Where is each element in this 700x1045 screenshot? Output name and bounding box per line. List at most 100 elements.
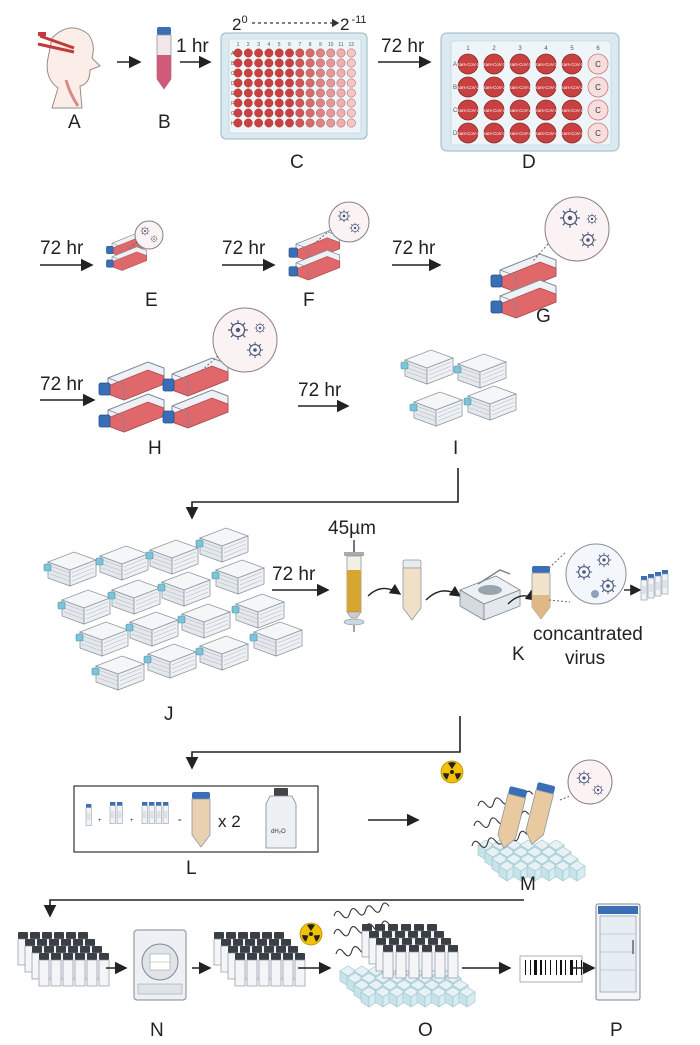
dilution-start: 20 bbox=[232, 14, 248, 34]
incubation-time-72hr: 72 hr bbox=[272, 564, 316, 585]
syringe-filter-icon bbox=[343, 540, 365, 632]
barcode-bar bbox=[570, 960, 573, 975]
plate96-well bbox=[254, 98, 264, 108]
plate24-well bbox=[483, 76, 505, 98]
plate24-well bbox=[509, 122, 531, 144]
flask-pair-medium bbox=[288, 231, 341, 281]
plate96-well bbox=[326, 118, 336, 128]
plate96-col-number: 5 bbox=[278, 42, 281, 48]
plate96-well bbox=[326, 108, 336, 118]
sars-cov-2-well-label: Sars-CoV-2 bbox=[535, 85, 558, 90]
sars-cov-2-well-label: Sars-CoV-2 bbox=[483, 108, 506, 113]
vial bbox=[282, 952, 294, 987]
plate24-col-number: 3 bbox=[518, 46, 522, 52]
plate96-col-number: 11 bbox=[338, 42, 343, 48]
flask-group-four bbox=[98, 357, 229, 433]
barcode-bar bbox=[534, 960, 537, 975]
barcode-label-icon bbox=[519, 955, 583, 983]
plate96-well bbox=[346, 78, 356, 88]
plate96-well bbox=[305, 88, 315, 98]
plate96-well bbox=[305, 48, 315, 58]
plate96-row-letter: F bbox=[231, 101, 234, 107]
incubation-time-72hr: 72 hr bbox=[392, 238, 436, 259]
plate24-control-well bbox=[587, 122, 609, 144]
sars-cov-2-well-label: Sars-CoV-2 bbox=[457, 62, 480, 67]
plate24-well bbox=[457, 76, 479, 98]
aliquot-tubes-icon bbox=[640, 569, 669, 601]
sars-cov-2-well-label: Sars-CoV-2 bbox=[483, 85, 506, 90]
plate96-well bbox=[264, 58, 274, 68]
plate96-well bbox=[346, 118, 356, 128]
barcode-bar bbox=[550, 960, 551, 975]
panel-label-l: L bbox=[186, 858, 197, 879]
plate96-well bbox=[305, 98, 315, 108]
vial bbox=[395, 944, 407, 979]
plate24-well bbox=[561, 53, 583, 75]
panel-label-f: F bbox=[303, 290, 315, 311]
virus-magnified-inset bbox=[548, 543, 627, 605]
concentrate-tube-icon bbox=[531, 566, 551, 620]
plus-sign: + bbox=[98, 818, 102, 824]
incubation-time-72hr: 72 hr bbox=[40, 238, 84, 259]
plate96-well bbox=[233, 118, 243, 128]
sars-cov-2-well-label: Sars-CoV-2 bbox=[457, 85, 480, 90]
control-well-label: C bbox=[595, 106, 601, 115]
incubation-time-1hr: 1 hr bbox=[176, 36, 209, 57]
plate96-well bbox=[346, 58, 356, 68]
plate96-well bbox=[274, 68, 284, 78]
vial bbox=[270, 952, 282, 987]
incubation-time-72hr: 72 hr bbox=[40, 374, 84, 395]
plate96-col-number: 6 bbox=[288, 42, 291, 48]
radiation-symbol bbox=[299, 922, 323, 946]
plate96-well bbox=[285, 118, 294, 128]
concentrated-virus-line1: concantrated bbox=[533, 624, 643, 645]
plate96-well bbox=[295, 48, 305, 58]
centrifuge-icon bbox=[459, 569, 521, 621]
sars-cov-2-well-label: Sars-CoV-2 bbox=[509, 85, 532, 90]
plate24-well bbox=[457, 99, 479, 121]
plate96-well bbox=[326, 88, 336, 98]
plate96-well bbox=[336, 118, 346, 128]
sars-cov-2-well-label: Sars-CoV-2 bbox=[561, 108, 584, 113]
barcode-bar bbox=[560, 960, 562, 975]
vial-rack-before-drying bbox=[17, 931, 110, 987]
plate96-row-letter: C bbox=[231, 71, 235, 77]
virus-magnified-inset bbox=[559, 759, 613, 805]
plate96-col-number: 2 bbox=[247, 42, 250, 48]
plate96-well bbox=[315, 118, 325, 128]
conical-tube-result bbox=[191, 792, 211, 848]
barcode-bar bbox=[525, 960, 526, 975]
plate96-well bbox=[346, 48, 356, 58]
plate96-well bbox=[233, 48, 243, 58]
plate96-well bbox=[243, 48, 253, 58]
plate96-well bbox=[254, 58, 264, 68]
vial bbox=[421, 944, 433, 979]
panel-label-c: C bbox=[290, 152, 304, 173]
cell-factory-stacks-four bbox=[400, 349, 517, 427]
virus-magnified-inset bbox=[199, 307, 278, 373]
plate96-well bbox=[346, 108, 356, 118]
sars-cov-2-well-label: Sars-CoV-2 bbox=[483, 62, 506, 67]
plate96-col-number: 1 bbox=[237, 42, 240, 48]
plate96-well bbox=[285, 98, 294, 108]
plate24-row-letter: D bbox=[453, 131, 458, 137]
plate96-col-number: 12 bbox=[349, 42, 355, 48]
irradiated-tubes bbox=[497, 782, 556, 849]
sars-cov-2-well-label: Sars-CoV-2 bbox=[509, 131, 532, 136]
sars-cov-2-well-label: Sars-CoV-2 bbox=[561, 85, 584, 90]
plate24-well bbox=[535, 76, 557, 98]
barcode-bar bbox=[545, 960, 546, 975]
flow-arrow bbox=[425, 585, 462, 601]
incubation-time-72hr: 72 hr bbox=[222, 238, 266, 259]
panel-label-i: I bbox=[453, 438, 458, 459]
multiplier: x 2 bbox=[218, 812, 241, 831]
vial-rack-irradiated bbox=[361, 923, 459, 979]
sample-tube-icon bbox=[156, 27, 172, 90]
plate24-well bbox=[483, 53, 505, 75]
plate96-well bbox=[295, 98, 305, 108]
plate96-well bbox=[243, 118, 253, 128]
plate96-well bbox=[254, 48, 264, 58]
sars-cov-2-well-label: Sars-CoV-2 bbox=[561, 62, 584, 67]
plate24-well bbox=[561, 76, 583, 98]
